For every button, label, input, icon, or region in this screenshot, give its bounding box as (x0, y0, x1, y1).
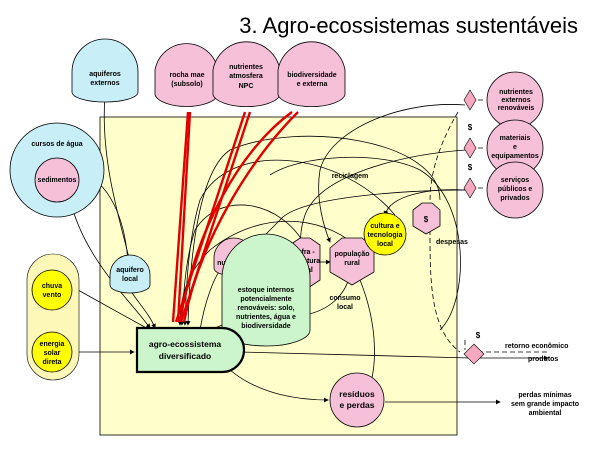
dollar-2: $ (468, 163, 473, 172)
diamond-2 (463, 137, 477, 159)
dollar-1: $ (468, 123, 473, 132)
source-rocha-mae: rocha mae(subsolo) (154, 43, 219, 107)
svg-text:$: $ (424, 215, 429, 224)
money-consumer: $ (412, 202, 441, 235)
diamond-retorno (463, 343, 485, 365)
despesas-label: despesas (436, 239, 468, 246)
reciclagem-label: reciclagem (332, 173, 369, 180)
svg-text:rocha mae(subsolo): rocha mae(subsolo) (169, 72, 204, 88)
money-flows (429, 99, 548, 353)
red-flows (171, 111, 299, 323)
page-title: 3. Agro-ecossistemas sustentáveis (239, 13, 578, 38)
diamond-1 (463, 89, 477, 111)
transactor-diamonds (463, 89, 485, 365)
dollar-3: $ (476, 331, 481, 340)
produtos-label: produtos (528, 356, 558, 363)
diamond-3 (463, 177, 477, 199)
svg-text:sedimentos: sedimentos (38, 177, 77, 184)
retorno-label: retorno econômico (505, 343, 568, 350)
svg-text:cursos de água: cursos de água (31, 141, 82, 148)
sedimentos-circle (34, 157, 80, 203)
source-cursos-de-agua: cursos de água sedimentos (9, 122, 105, 218)
